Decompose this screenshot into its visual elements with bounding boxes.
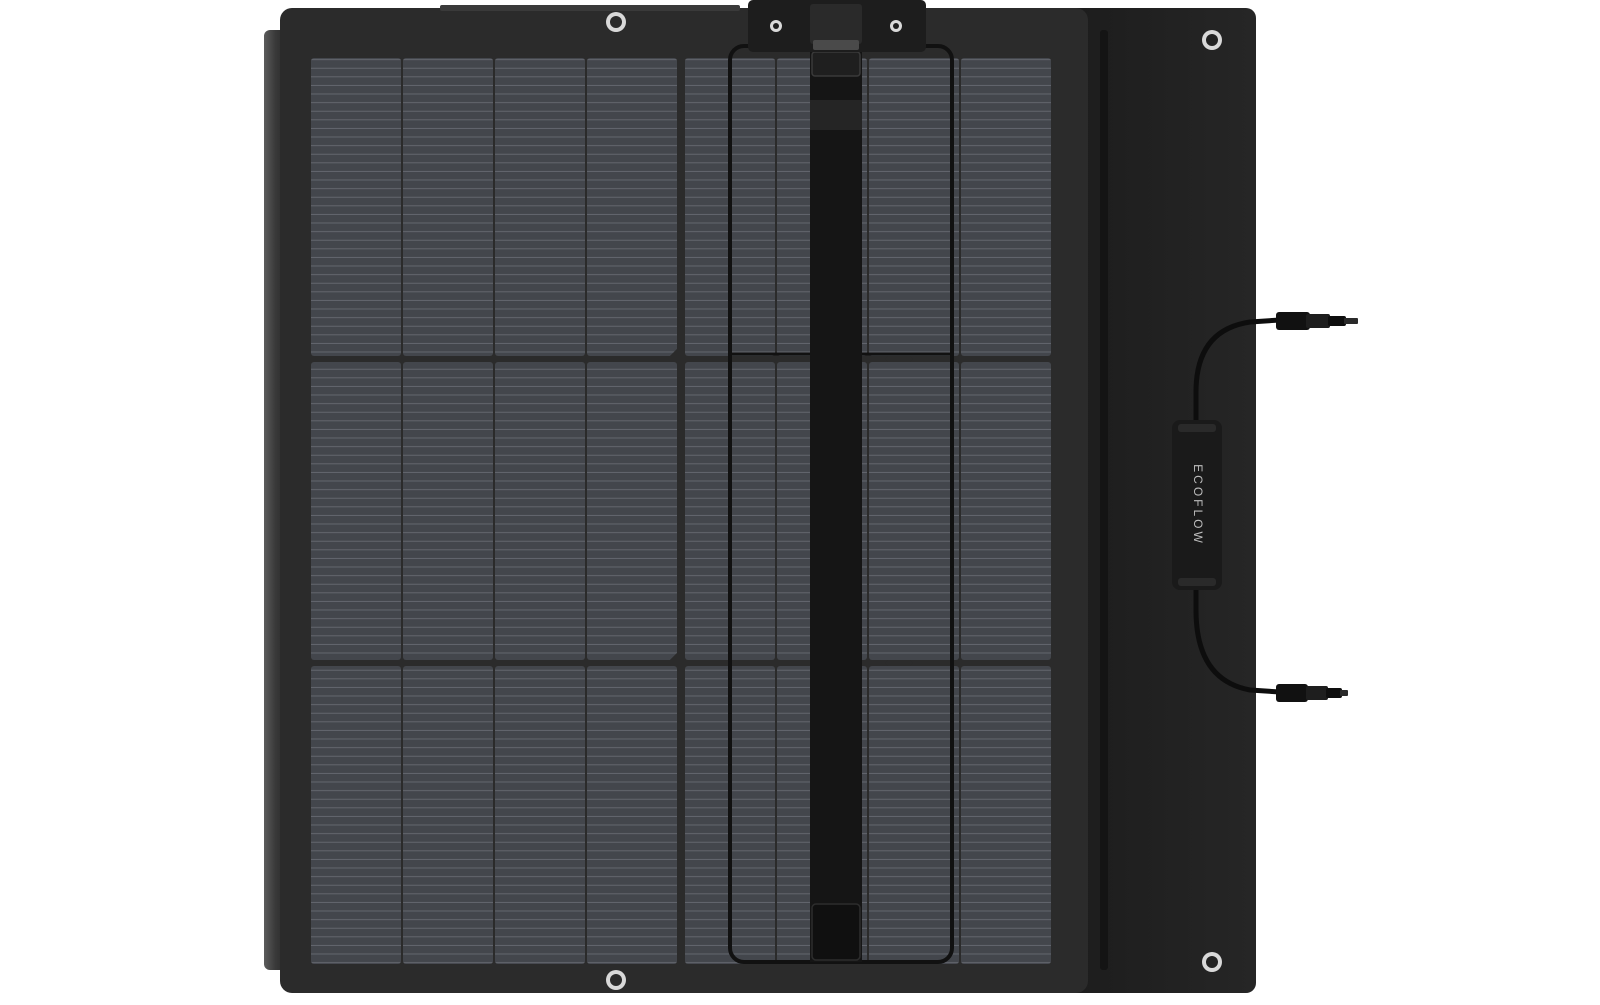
- solar-cell: [311, 362, 401, 660]
- grommet-icon: [1202, 30, 1222, 50]
- solar-cell: [961, 666, 1051, 964]
- solar-cell: [495, 666, 585, 964]
- strap-loop-top: [811, 51, 861, 77]
- back-panel: [1060, 8, 1256, 993]
- back-panel-fold-edge: [1100, 30, 1108, 970]
- solar-cell: [495, 362, 585, 660]
- solar-cell: [311, 666, 401, 964]
- solar-cell: [587, 362, 677, 660]
- grommet-icon: [606, 12, 626, 32]
- solar-cell: [403, 362, 493, 660]
- solar-cell: [961, 58, 1051, 356]
- solar-cell: [869, 58, 959, 356]
- mc4-connector-icon[interactable]: [1276, 312, 1358, 330]
- cable-upper: [1193, 317, 1281, 432]
- brand-label: ECOFLOW: [1191, 464, 1205, 546]
- cable-lower: [1193, 582, 1281, 695]
- solar-cell: [403, 666, 493, 964]
- solar-cell: [961, 362, 1051, 660]
- grommet-icon: [1202, 952, 1222, 972]
- solar-cell: [495, 58, 585, 356]
- solar-cell: [311, 58, 401, 356]
- solar-cell: [869, 666, 959, 964]
- strap-loop-bottom: [811, 903, 861, 961]
- solar-cell: [587, 666, 677, 964]
- solar-cell: [869, 362, 959, 660]
- carry-strap: [810, 46, 862, 962]
- solar-cell: [403, 58, 493, 356]
- mc4-connector-icon[interactable]: [1276, 684, 1348, 702]
- top-seam: [440, 5, 740, 11]
- carry-strap-shade: [810, 100, 862, 130]
- junction-box: ECOFLOW: [1172, 420, 1222, 590]
- solar-cell: [587, 58, 677, 356]
- handle-clip-icon: [748, 0, 926, 52]
- grommet-icon: [606, 970, 626, 990]
